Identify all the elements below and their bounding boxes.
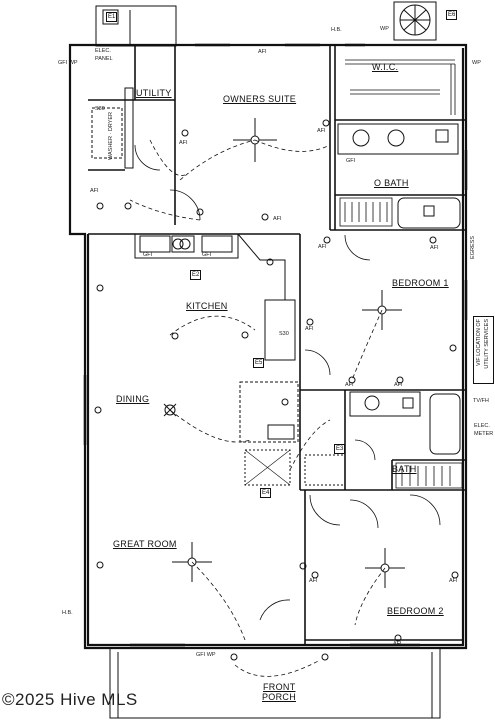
wiring-runs — [129, 139, 386, 677]
washer-dryer-label: WASHER · DRYER — [108, 112, 114, 160]
ceiling-fan-bedroom1 — [362, 290, 402, 330]
ceiling-fan-owners — [233, 118, 277, 162]
tv-fh-label: TV/FH — [473, 398, 489, 404]
gfi-label: GFI — [346, 158, 356, 164]
room-label-dining: DINING — [116, 394, 150, 404]
interior-walls — [88, 45, 466, 645]
afi-label: AFI — [273, 216, 282, 222]
kitchen-counters — [134, 233, 296, 361]
afi-label: AFI — [317, 128, 326, 134]
room-label-great-room: GREAT ROOM — [113, 539, 177, 549]
utility-services-note: VIF LOCATION OF UTILITY SERVICES — [473, 316, 494, 384]
owners-bath-tub — [397, 197, 461, 229]
afi-label: AFI — [394, 382, 403, 388]
afi-label: AFI — [179, 140, 188, 146]
room-label-o-bath: O BATH — [374, 178, 409, 188]
side-entry-stoop — [95, 5, 177, 47]
elec-meter-label-2: METER — [474, 431, 494, 437]
owners-bath-vanity — [337, 123, 459, 155]
afi-label: AFI — [345, 382, 354, 388]
room-label-bedroom1: BEDROOM 1 — [392, 278, 449, 288]
hose-bib-top-label: H.B. — [331, 27, 342, 33]
tag-e4: E4 — [260, 488, 272, 498]
tag-e2: E2 — [190, 270, 202, 280]
afi-label: AFI — [318, 244, 327, 250]
ac-unit — [393, 1, 437, 41]
owners-bath-closet — [339, 197, 393, 227]
elec-meter-label-1: ELEC. — [474, 423, 490, 429]
hall-bath-tub — [429, 393, 461, 455]
s30-label-utility: S30 — [95, 106, 105, 112]
washer-dryer — [91, 107, 123, 159]
oven — [267, 424, 295, 440]
hall-bath-vanity — [349, 391, 421, 417]
tag-e3: E3 — [334, 444, 346, 454]
linen-closet — [304, 454, 346, 486]
wic-shelving — [345, 59, 456, 115]
elec-panel-label-2: PANEL — [95, 56, 113, 62]
utility-note-line-2: UTILITY SERVICES — [484, 319, 490, 369]
afi-label: AFI — [449, 578, 458, 584]
egress-label: EGRESS — [470, 236, 476, 259]
utility-shelf — [124, 87, 134, 169]
wp-label-top: WP — [380, 26, 389, 32]
tag-e5: E5 — [253, 358, 265, 368]
afi-label: AFI — [90, 188, 99, 194]
afi-label: AFI — [258, 49, 267, 55]
gfi-wp-label: GFI WP — [196, 652, 216, 658]
tag-e1: E1 — [106, 12, 118, 22]
utility-note-line-1: VIF LOCATION OF — [476, 319, 482, 366]
gfi-label: GFI — [202, 252, 212, 258]
room-label-front-porch-1: FRONT — [263, 682, 296, 692]
room-label-front-porch-2: PORCH — [262, 692, 297, 702]
room-label-utility: UTILITY — [136, 88, 172, 98]
tag-e6: E6 — [446, 10, 458, 20]
door-swings — [134, 144, 441, 621]
ceiling-fan-great-room — [172, 542, 212, 582]
room-label-owners-suite: OWNERS SUITE — [223, 94, 297, 104]
ceiling-fan-bedroom2 — [365, 548, 405, 588]
s30-label-kitchen: S30 — [279, 331, 289, 337]
front-porch — [109, 647, 441, 719]
exterior-walls — [68, 43, 468, 650]
room-label-wic: W.I.C. — [372, 62, 399, 72]
afi-label: AFI — [305, 326, 314, 332]
room-label-kitchen: KITCHEN — [186, 301, 228, 311]
wp-label-right: WP — [472, 60, 481, 66]
hose-bib-left-label: H.B. — [62, 610, 73, 616]
afi-label: AFI — [430, 245, 439, 251]
afi-label: AFI — [393, 641, 402, 647]
gfi-label: GFI — [143, 252, 153, 258]
hall-closet — [395, 462, 463, 489]
room-label-bedroom2: BEDROOM 2 — [387, 606, 444, 616]
light-fixtures — [94, 119, 459, 661]
pantry-fridge — [239, 381, 299, 443]
gfi-wp-label: GFI WP — [58, 60, 78, 66]
room-label-bath: BATH — [392, 464, 417, 474]
windows — [83, 43, 468, 647]
watermark: ©2025 Hive MLS — [2, 690, 138, 709]
afi-label: AFI — [309, 578, 318, 584]
elec-panel-label-1: ELEC. — [95, 48, 111, 54]
